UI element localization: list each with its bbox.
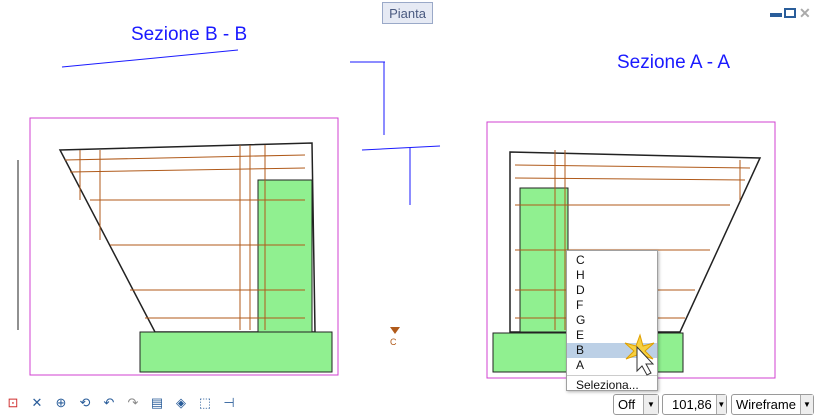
rebar-left <box>64 145 306 330</box>
section-title-right: Sezione A - A <box>617 52 731 73</box>
menu-item-e[interactable]: E <box>576 328 585 342</box>
select-icon[interactable]: ⬚ <box>198 395 212 410</box>
section-title-left: Sezione B - B <box>131 24 248 45</box>
scale-value: 101,86 <box>672 397 712 412</box>
pin-icon[interactable]: ⊣ <box>223 395 235 410</box>
tab-pianta[interactable]: Pianta <box>382 2 433 24</box>
view-toolbar: ⊡ ✕ ⊕ ⟲ ↶ ↷ ▤ ◈ ⬚ ⊣ <box>4 394 238 414</box>
zoom-window-icon[interactable]: ⊡ <box>7 395 19 410</box>
scale-dropdown[interactable]: 101,86▼ <box>662 394 727 415</box>
menu-item-d[interactable]: D <box>576 283 585 297</box>
section-marker-label: C <box>390 337 397 347</box>
snap-value: Off <box>618 397 636 412</box>
chevron-down-icon: ▼ <box>643 395 658 414</box>
menu-item-g[interactable]: G <box>576 313 586 327</box>
menu-item-h[interactable]: H <box>576 268 585 282</box>
section-line <box>61 49 239 68</box>
section-marker <box>390 327 400 334</box>
concrete-left <box>257 179 313 333</box>
zoom-icon[interactable]: ⊕ <box>55 395 67 410</box>
view-context-menu: C H D F G E B A Seleziona... <box>566 250 658 391</box>
maximize-icon[interactable] <box>784 8 796 18</box>
chevron-down-icon: ▼ <box>715 395 726 414</box>
render-mode-value: Wireframe <box>736 397 796 412</box>
snap-dropdown[interactable]: Off ▼ <box>613 394 659 415</box>
section-icon[interactable]: ◈ <box>176 395 186 410</box>
menu-item-b[interactable]: B <box>567 343 657 358</box>
menu-item-seleziona[interactable]: Seleziona... <box>576 378 639 391</box>
redo-icon[interactable]: ↷ <box>127 395 139 410</box>
render-mode-dropdown[interactable]: Wireframe▼ <box>731 394 814 415</box>
menu-item-c[interactable]: C <box>576 253 585 267</box>
orbit-icon[interactable]: ⟲ <box>79 395 91 410</box>
minimize-icon[interactable] <box>770 8 782 18</box>
wall-outline-right <box>509 151 762 333</box>
menu-item-f[interactable]: F <box>576 298 584 312</box>
menu-item-a[interactable]: A <box>576 358 585 372</box>
chevron-down-icon: ▼ <box>799 395 813 414</box>
close-icon[interactable]: ✕ <box>799 5 811 21</box>
concrete-right <box>519 187 569 333</box>
sheet-frame-left <box>29 117 339 376</box>
zoom-extents-icon[interactable]: ✕ <box>31 395 43 410</box>
print-icon[interactable]: ▤ <box>150 395 164 410</box>
footing-left <box>139 331 333 373</box>
undo-icon[interactable]: ↶ <box>103 395 115 410</box>
